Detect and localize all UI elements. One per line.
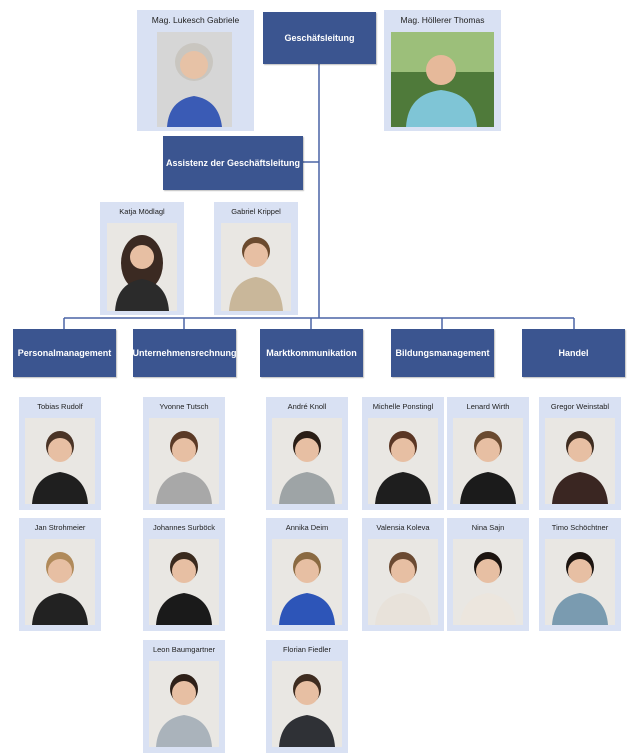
staff-card: André Knoll xyxy=(266,397,348,510)
portrait-photo xyxy=(391,32,494,127)
portrait-photo xyxy=(25,539,95,625)
staff-card: Annika Deim xyxy=(266,518,348,631)
staff-card: Tobias Rudolf xyxy=(19,397,101,510)
staff-card: Lenard Wirth xyxy=(447,397,529,510)
person-name: Annika Deim xyxy=(285,523,329,532)
leader-card: Mag. Höllerer Thomas xyxy=(384,10,501,131)
staff-card: Gregor Weinstabl xyxy=(539,397,621,510)
leader-card: Mag. Lukesch Gabriele xyxy=(137,10,254,131)
node-assistance: Assistenz der Geschäftsleitung xyxy=(163,136,303,190)
portrait-photo xyxy=(453,539,523,625)
staff-card: Yvonne Tutsch xyxy=(143,397,225,510)
person-name: Leon Baumgartner xyxy=(152,645,216,654)
portrait-photo xyxy=(368,539,438,625)
staff-card: Nina Sajn xyxy=(447,518,529,631)
person-name: Tobias Rudolf xyxy=(37,402,83,411)
staff-card: Johannes Surböck xyxy=(143,518,225,631)
staff-card: Jan Strohmeier xyxy=(19,518,101,631)
person-name: Mag. Höllerer Thomas xyxy=(400,15,485,25)
node-head: Geschäfsleitung xyxy=(263,12,376,64)
portrait-photo xyxy=(149,539,219,625)
portrait-photo xyxy=(272,418,342,504)
portrait-photo xyxy=(25,418,95,504)
person-name: Michelle Ponstingl xyxy=(372,402,434,411)
person-name: Valensia Koleva xyxy=(376,523,430,532)
portrait-photo xyxy=(149,661,219,747)
portrait-photo xyxy=(272,661,342,747)
portrait-photo xyxy=(545,418,615,504)
dept-personalmanagement: Personalmanagement xyxy=(13,329,116,377)
portrait-photo xyxy=(368,418,438,504)
dept-handel: Handel xyxy=(522,329,625,377)
portrait-photo xyxy=(107,223,177,311)
dept-unternehmensrechnung: Unternehmensrechnung xyxy=(133,329,237,377)
person-name: Florian Fiedler xyxy=(283,645,331,654)
person-name: André Knoll xyxy=(287,402,327,411)
staff-card: Timo Schöchtner xyxy=(539,518,621,631)
dept-marktkommunikation: Marktkommunikation xyxy=(260,329,363,377)
person-name: Yvonne Tutsch xyxy=(159,402,209,411)
person-name: Lenard Wirth xyxy=(466,402,510,411)
portrait-photo xyxy=(272,539,342,625)
portrait-photo xyxy=(221,223,291,311)
staff-card: Florian Fiedler xyxy=(266,640,348,753)
assistant-card: Katja Mödlagl xyxy=(100,202,184,315)
portrait-photo xyxy=(453,418,523,504)
person-name: Katja Mödlagl xyxy=(119,207,165,216)
person-name: Nina Sajn xyxy=(471,523,505,532)
person-name: Timo Schöchtner xyxy=(551,523,609,532)
portrait-photo xyxy=(545,539,615,625)
person-name: Mag. Lukesch Gabriele xyxy=(151,15,240,25)
person-name: Johannes Surböck xyxy=(152,523,216,532)
dept-bildungsmanagement: Bildungsmanagement xyxy=(391,329,494,377)
person-name: Jan Strohmeier xyxy=(34,523,86,532)
staff-card: Valensia Koleva xyxy=(362,518,444,631)
staff-card: Michelle Ponstingl xyxy=(362,397,444,510)
portrait-photo xyxy=(157,32,232,127)
person-name: Gregor Weinstabl xyxy=(550,402,610,411)
person-name: Gabriel Krippel xyxy=(231,207,281,216)
assistant-card: Gabriel Krippel xyxy=(214,202,298,315)
staff-card: Leon Baumgartner xyxy=(143,640,225,753)
portrait-photo xyxy=(149,418,219,504)
